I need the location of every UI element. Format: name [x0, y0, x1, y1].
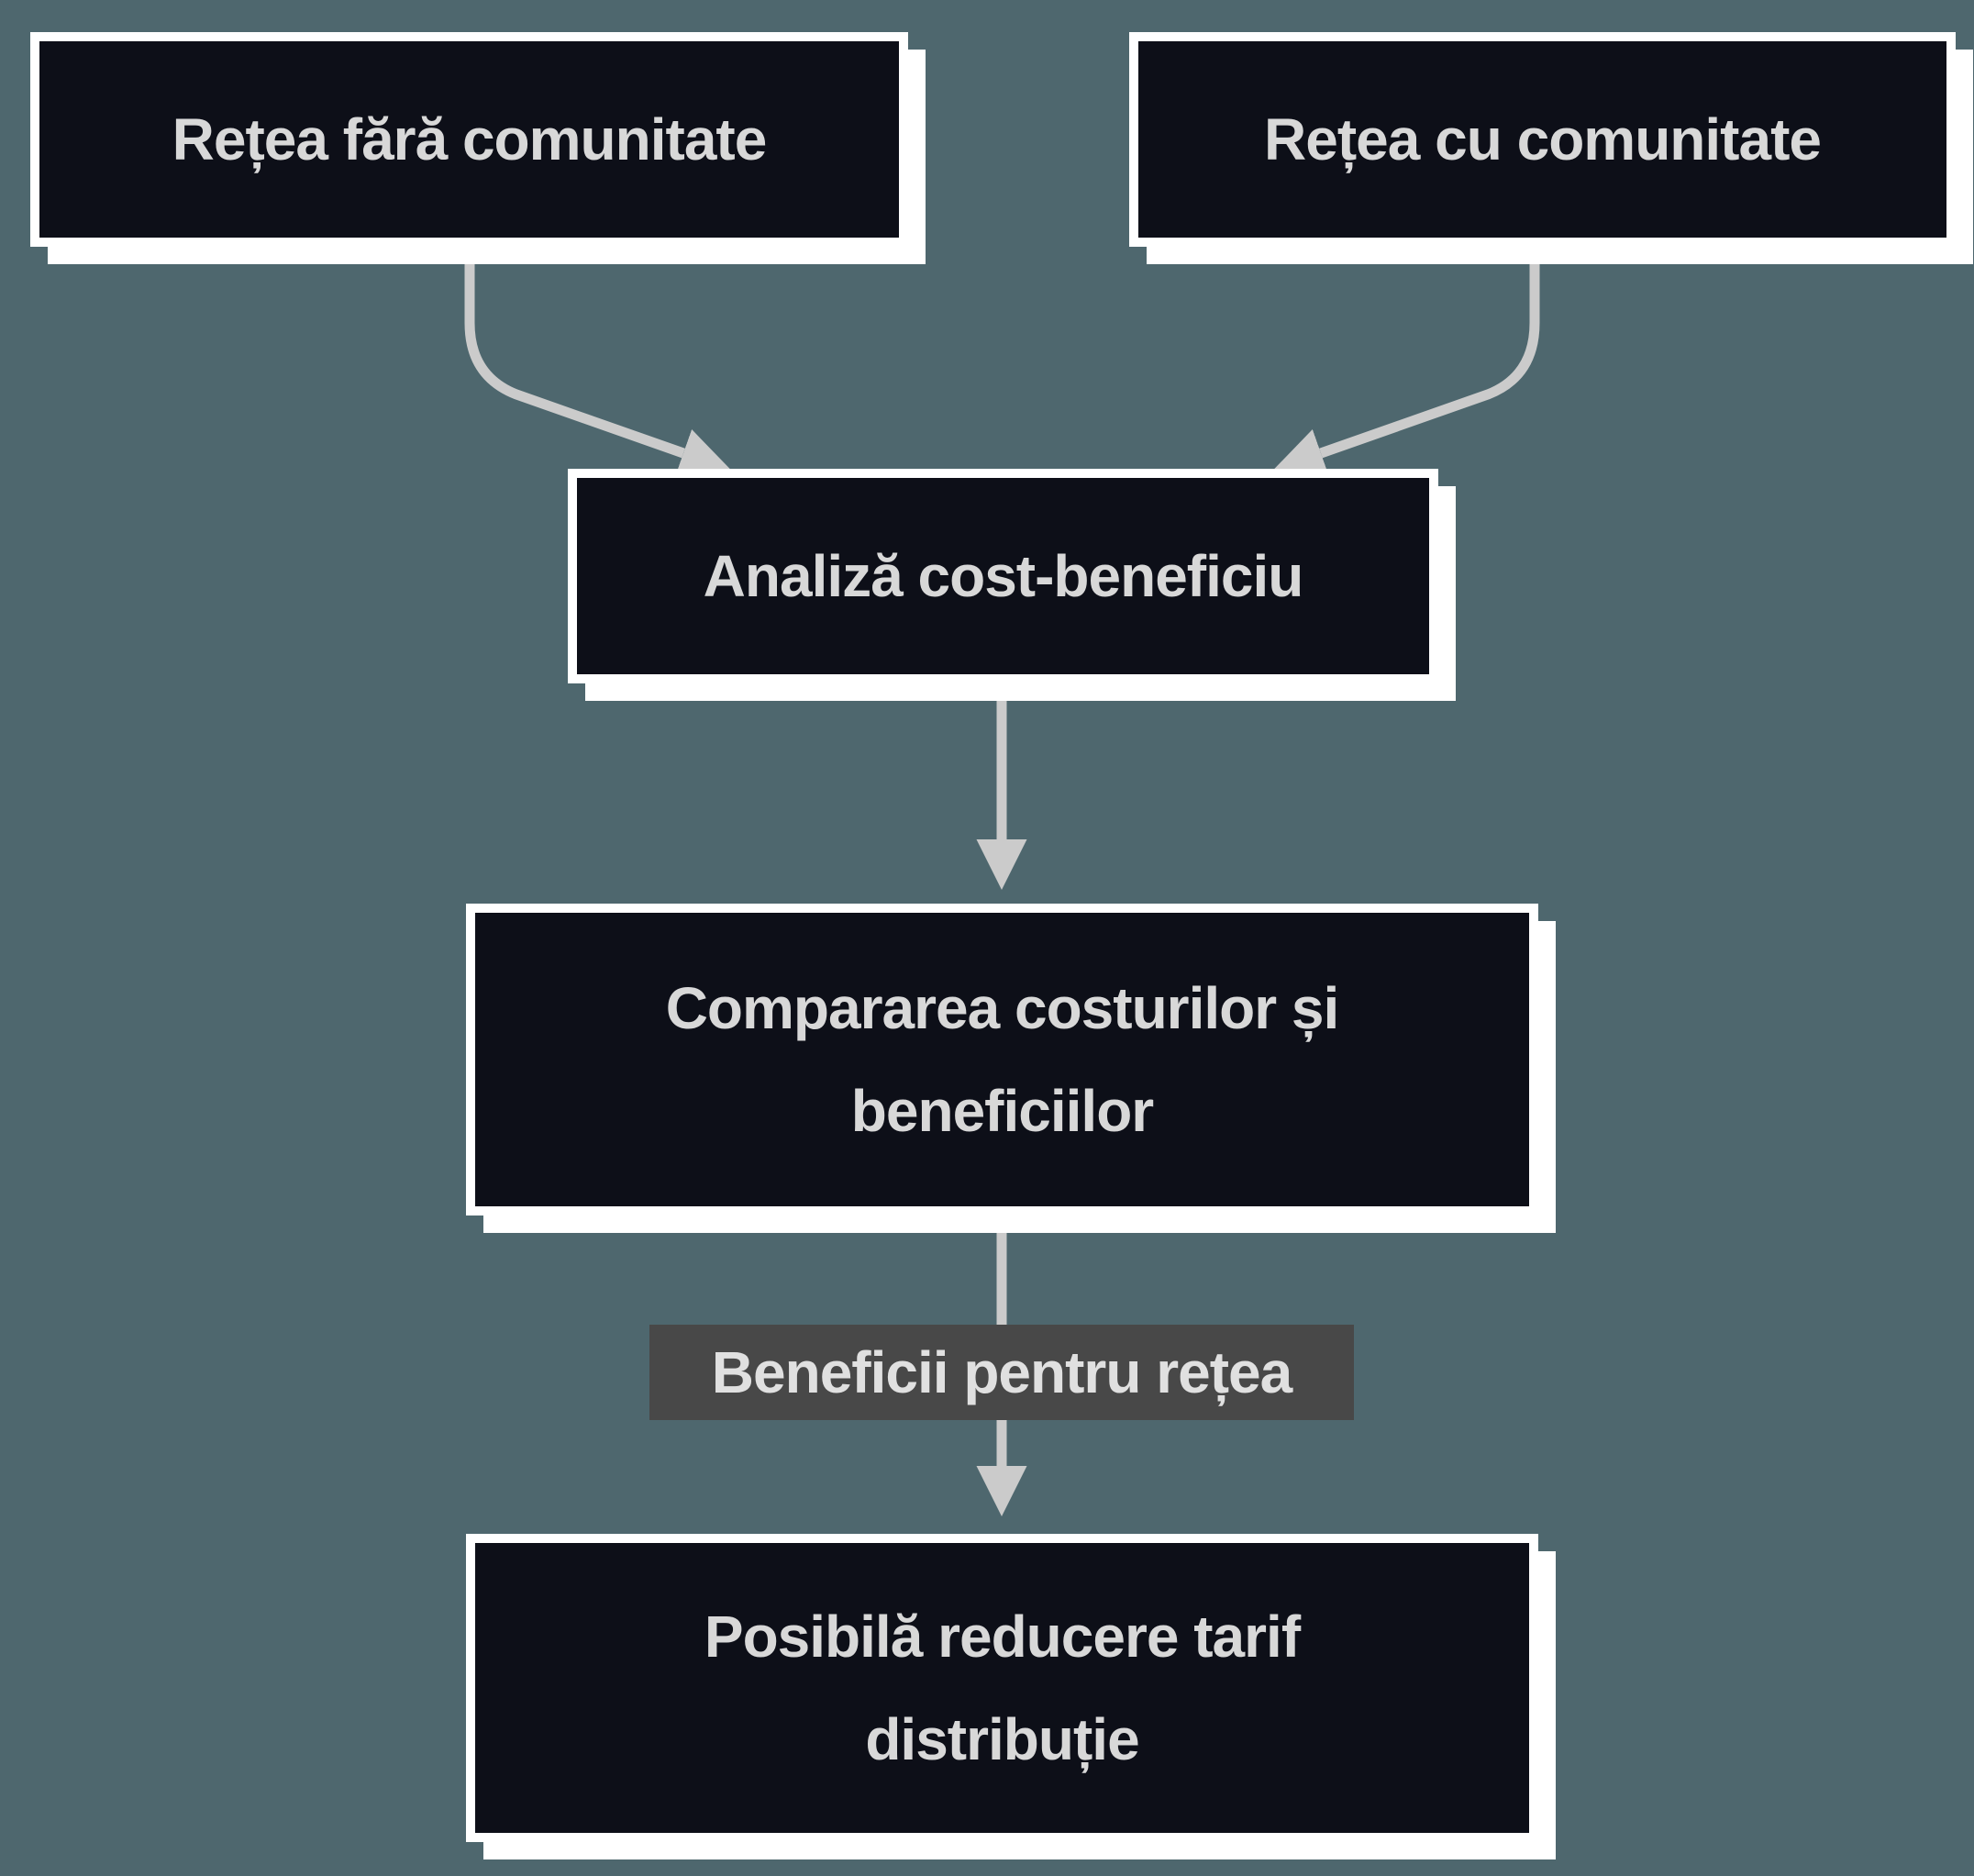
node-retea-fara-comunitate: Rețea fără comunitate — [30, 32, 908, 247]
node-retea-fara-comunitate-label: Rețea fără comunitate — [39, 41, 899, 238]
node-retea-cu-comunitate: Rețea cu comunitate — [1129, 32, 1956, 247]
edge-label-beneficii-pentru-retea: Beneficii pentru rețea — [649, 1325, 1354, 1420]
edge-cu-comunitate-to-analiza — [1273, 239, 1540, 477]
node-posibila-reducere-tarif-label: Posibilă reducere tarif distribuție — [475, 1543, 1529, 1833]
node-compararea-costurilor-label: Compararea costurilor și beneficiilor — [475, 913, 1529, 1206]
node-analiza-cost-beneficiu-label: Analiză cost-beneficiu — [577, 478, 1429, 674]
node-compararea-costurilor: Compararea costurilor și beneficiilor — [466, 904, 1538, 1216]
node-posibila-reducere-tarif: Posibilă reducere tarif distribuție — [466, 1534, 1538, 1842]
edge-fara-comunitate-to-analiza — [464, 239, 731, 477]
node-analiza-cost-beneficiu: Analiză cost-beneficiu — [568, 469, 1438, 683]
node-retea-cu-comunitate-label: Rețea cu comunitate — [1138, 41, 1946, 238]
